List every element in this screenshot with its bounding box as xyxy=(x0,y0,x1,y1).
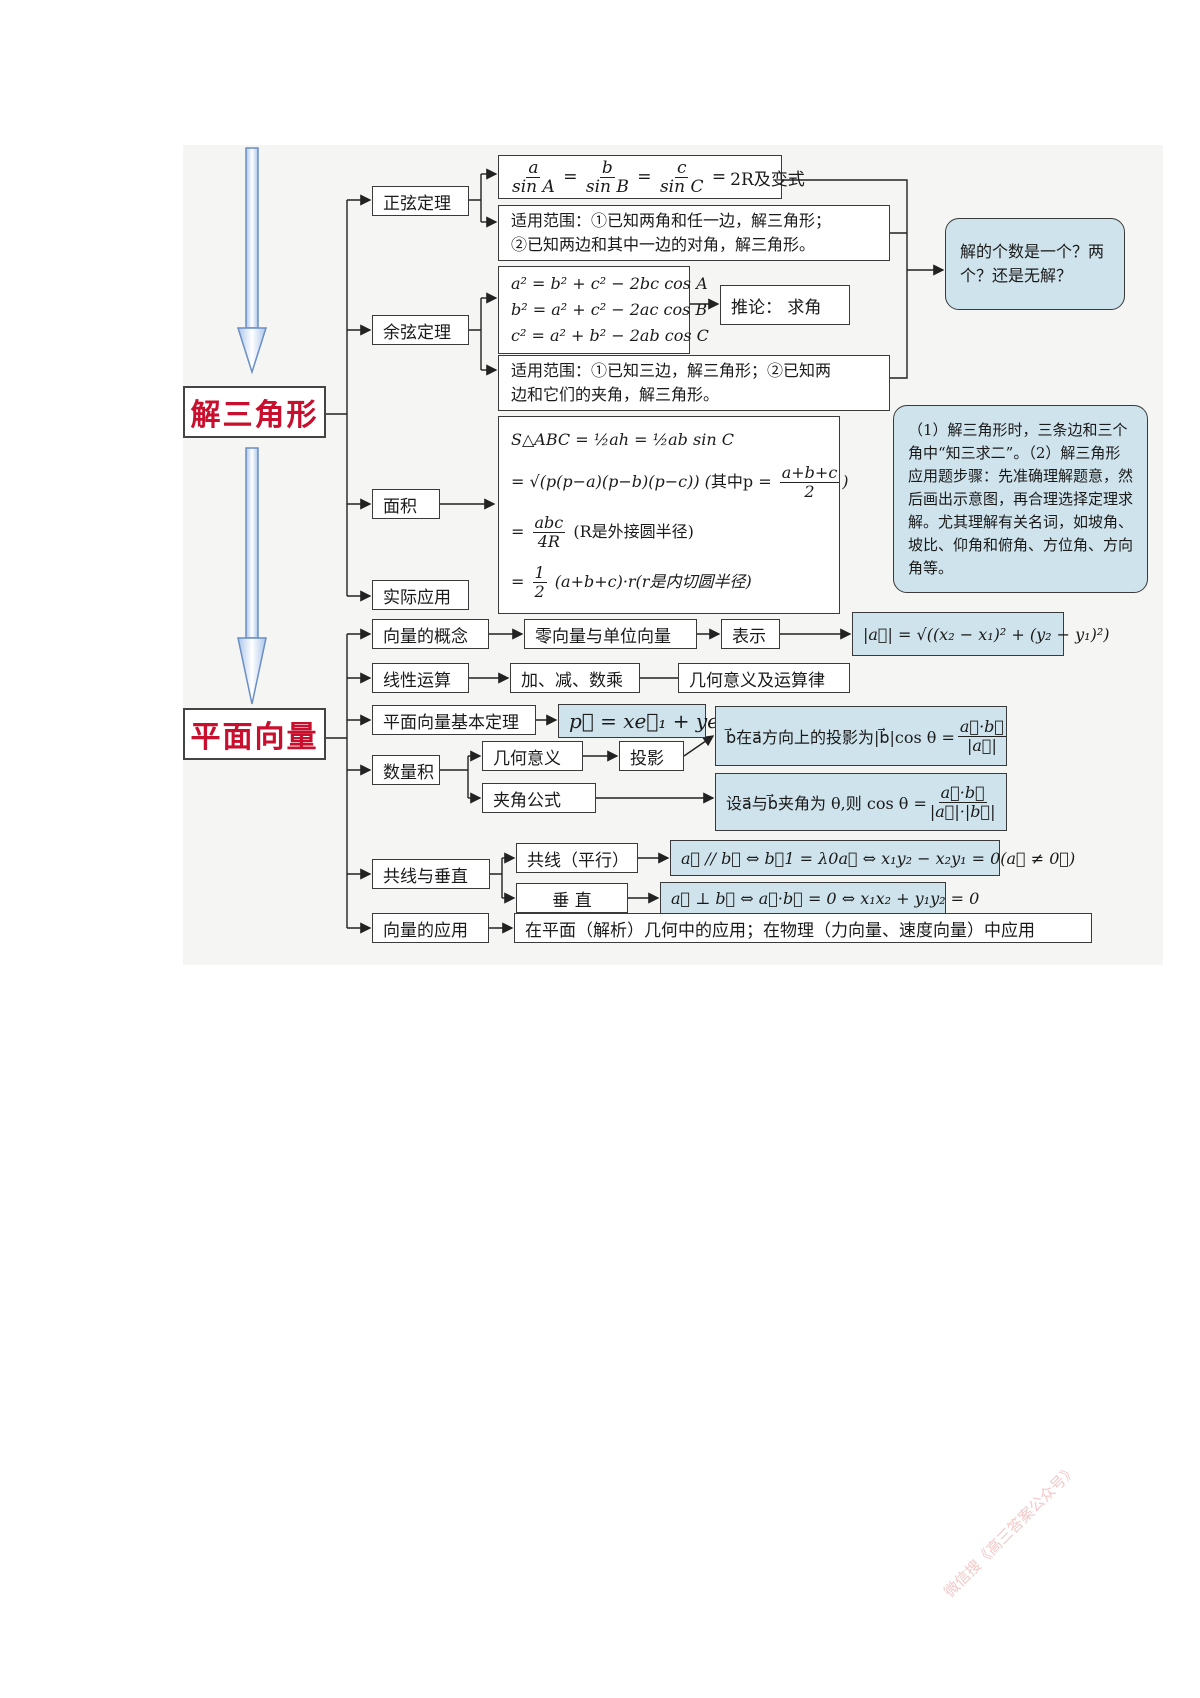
node-practical: 实际应用 xyxy=(372,580,469,610)
perpendicular-formula: a⃗ ⊥ b⃗ ⇔ a⃗·b⃗ = 0 ⇔ x₁x₂ + y₁y₂ = 0 xyxy=(660,882,979,914)
angle-formula: 设a⃗与b⃗夹角为 θ,则 cos θ = a⃗·b⃗|a⃗|·|b⃗| xyxy=(715,773,1007,831)
node-cosine-law: 余弦定理 xyxy=(372,315,469,345)
basic-theorem-formula: p⃗ = xe⃗₁ + ye⃗₂ xyxy=(558,704,739,738)
node-area: 面积 xyxy=(372,489,440,519)
vector-trunk xyxy=(326,634,348,928)
zero-unit-vector: 零向量与单位向量 xyxy=(524,619,697,649)
cosine-scope-line2: 边和它们的夹角，解三角形。 xyxy=(511,385,720,404)
sine-scope-line1: 适用范围：①已知两角和任一边，解三角形； xyxy=(511,211,832,230)
node-vector-application: 向量的应用 xyxy=(372,913,489,943)
main-node-vector: 平面向量 xyxy=(183,708,326,760)
area-formula-4-body: (a+b+c)·r(r是内切圆半径) xyxy=(554,571,752,591)
solution-count-note: 解的个数是一个？两个？还是无解？ xyxy=(945,218,1125,310)
application-description: 在平面（解析）几何中的应用；在物理（力向量、速度向量）中应用 xyxy=(514,913,1092,943)
corollary-box: 推论： 求角 xyxy=(720,285,850,325)
node-dot-product: 数量积 xyxy=(372,755,440,785)
solution-count-text: 解的个数是一个？两个？还是无解？ xyxy=(960,242,1105,285)
area-formula-2-num: a+b+c xyxy=(779,463,840,484)
angle-formula-label: 夹角公式 xyxy=(482,783,596,813)
area-formula-3-note: (R是外接圆半径) xyxy=(573,521,694,541)
tips-note: （1）解三角形时，三条边和三个角中“知三求二”。（2）解三角形应用题步骤：先准确… xyxy=(893,405,1148,593)
representation: 表示 xyxy=(721,619,780,649)
geometric-meaning: 几何意义 xyxy=(482,741,583,771)
node-linear-ops: 线性运算 xyxy=(372,663,469,693)
node-collinear-perpendicular: 共线与垂直 xyxy=(372,859,490,889)
sine-scope: 适用范围：①已知两角和任一边，解三角形； ②已知两边和其中一边的对角，解三角形。 xyxy=(498,205,890,261)
triangle-trunk xyxy=(326,200,348,596)
node-sine-law: 正弦定理 xyxy=(372,186,469,216)
sine-formula-tail: 2R及变式 xyxy=(730,169,805,190)
angle-den: |a⃗|·|b⃗| xyxy=(929,801,996,821)
angle-num: a⃗·b⃗ xyxy=(938,782,987,803)
collinear: 共线（平行） xyxy=(516,843,638,873)
projection-den: |a⃗| xyxy=(967,735,997,755)
cosine-formulas: a² = b² + c² − 2bc cos A b² = a² + c² − … xyxy=(498,266,709,354)
area-formula-2-label: 其中p = xyxy=(710,472,772,492)
projection: 投影 xyxy=(619,741,684,771)
cosine-scope-line1: 适用范围：①已知三边，解三角形；②已知两 xyxy=(511,361,832,380)
cosine-formula-3: c² = a² + b² − 2ab cos C xyxy=(511,326,709,345)
geometric-laws: 几何意义及运算律 xyxy=(678,663,850,693)
area-formulas: S△ABC = ½ah = ½ab sin C = √(p(p−a)(p−b)(… xyxy=(498,416,849,614)
main-node-triangle: 解三角形 xyxy=(183,386,326,438)
node-basic-theorem: 平面向量基本定理 xyxy=(372,705,536,735)
cosine-scope: 适用范围：①已知三边，解三角形；②已知两 边和它们的夹角，解三角形。 xyxy=(498,355,890,411)
cosine-formula-2: b² = a² + c² − 2ac cos B xyxy=(511,300,708,319)
perpendicular: 垂 直 xyxy=(516,883,628,913)
area-formula-2-den: 2 xyxy=(804,482,815,502)
projection-num: a⃗·b⃗ xyxy=(957,716,1006,737)
magnitude-formula: |a⃗| = √((x₂ − x₁)² + (y₂ − y₁)²) xyxy=(852,612,1110,656)
area-formula-3-den: 4R xyxy=(537,531,560,551)
projection-formula: b⃗在a⃗方向上的投影为|b⃗|cos θ = a⃗·b⃗|a⃗| xyxy=(715,706,1007,766)
area-formula-1: S△ABC = ½ah = ½ab sin C xyxy=(511,430,734,450)
angle-formula-text: 设a⃗与b⃗夹角为 θ,则 cos θ = xyxy=(726,794,927,813)
flow-arrow-top xyxy=(236,147,268,375)
cosine-formula-1: a² = b² + c² − 2bc cos A xyxy=(511,274,708,293)
node-vector-concept: 向量的概念 xyxy=(372,619,489,649)
projection-formula-text: b⃗在a⃗方向上的投影为|b⃗|cos θ = xyxy=(726,728,955,747)
tips-text: （1）解三角形时，三条边和三个角中“知三求二”。（2）解三角形应用题步骤：先准确… xyxy=(908,420,1134,577)
collinear-formula: a⃗ // b⃗ ⇔ b⃗1 = λ0a⃗ ⇔ x₁y₂ − x₂y₁ = 0(… xyxy=(670,840,1075,876)
add-sub-scalar: 加、减、数乘 xyxy=(510,663,640,693)
area-formula-3-num: abc xyxy=(532,512,566,533)
area-formula-2-root: = √(p(p−a)(p−b)(p−c)) xyxy=(511,472,700,492)
sine-scope-line2: ②已知两边和其中一边的对角，解三角形。 xyxy=(511,235,816,254)
flow-arrow-middle xyxy=(237,447,267,705)
